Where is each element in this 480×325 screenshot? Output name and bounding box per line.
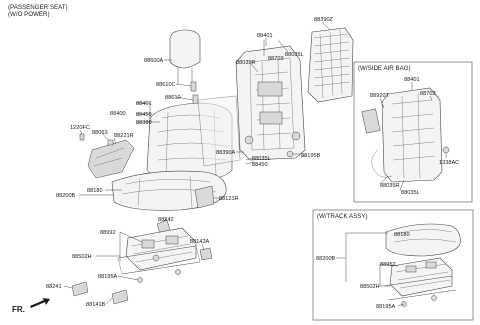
label-88400: 88400 — [110, 111, 126, 117]
label-88390a: 88390A — [216, 150, 236, 156]
label-88035l-top: 88035L — [285, 52, 304, 58]
label-1220fc: 1220FC — [70, 125, 90, 131]
track-label-88502h: 88502H — [360, 284, 380, 290]
label-88401-top: 88401 — [257, 33, 273, 39]
label-88610c: 88610C — [156, 82, 176, 88]
label-88141b: 88141B — [86, 302, 106, 308]
label-88241: 88241 — [46, 284, 62, 290]
track-label-88180: 88180 — [394, 232, 410, 238]
airbag-label-88035l: 88035L — [401, 190, 420, 196]
label-88992: 88992 — [100, 230, 116, 236]
label-88600a: 88600A — [144, 58, 164, 64]
leader-lines — [63, 21, 331, 305]
label-88390z: 88390Z — [314, 17, 334, 23]
airbag-box-title: (W/SIDE AIR BAG) — [358, 65, 411, 72]
seat-back-frame — [235, 45, 306, 161]
label-88242: 88242 — [158, 217, 174, 223]
header-line-1: (PASSENGER SEAT) — [8, 4, 68, 11]
label-88195a: 88195A — [98, 274, 118, 280]
headrest — [169, 29, 201, 84]
label-88221r: 88221R — [114, 133, 134, 139]
label-88610: 88610 — [165, 95, 181, 101]
cover-88142a — [199, 247, 213, 261]
airbag-label-88401: 88401 — [404, 77, 420, 83]
fr-label: FR. — [12, 305, 25, 314]
airbag-label-88703: 88703 — [420, 91, 436, 97]
label-88180: 88180 — [87, 188, 103, 194]
headrest-guides — [190, 81, 199, 106]
front-direction-arrow: FR. — [12, 298, 50, 314]
airbag-label-88920t: 88920T — [370, 93, 390, 99]
bolts-88195a — [137, 269, 181, 283]
clip-88063 — [107, 139, 114, 146]
bolt-88195b — [286, 150, 300, 158]
label-88195b: 88195B — [301, 153, 321, 159]
label-88450-low: 88450 — [252, 162, 268, 168]
seat-back-panel — [307, 27, 354, 103]
back-cover — [197, 95, 241, 167]
label-88401-mid: 88401 — [136, 101, 152, 107]
label-88142a: 88142A — [190, 239, 210, 245]
label-88063: 88063 — [92, 130, 108, 136]
label-88380: 88380 — [136, 120, 152, 126]
track-box-title: (W/TRACK ASSY) — [317, 213, 368, 220]
track-assy-box: (W/TRACK ASSY) 88180 88200B 88952 88502H… — [312, 209, 474, 321]
label-88035l-mid: 88035L — [252, 156, 271, 162]
label-88703-top: 88703 — [268, 56, 284, 62]
side-airbag-box: (W/SIDE AIR BAG) 88401 88920T 88703 8803… — [353, 61, 473, 203]
cover-88241 — [71, 281, 89, 297]
airbag-label-88035r: 88035R — [380, 183, 400, 189]
label-88450-mid: 88450 — [136, 112, 152, 118]
airbag-label-1338ac: 1338AC — [439, 160, 459, 166]
label-88035r-top: 88035R — [236, 60, 256, 66]
track-label-88952: 88952 — [380, 262, 396, 268]
header-line-2: (W/O POWER) — [8, 11, 50, 18]
label-88502h: 88502H — [72, 254, 92, 260]
screw-1220fc — [79, 133, 85, 141]
track-label-88195a: 88195A — [376, 304, 396, 310]
track-label-88200b: 88200B — [316, 256, 336, 262]
side-cover — [87, 139, 135, 179]
callout-labels: 88390Z 88401 88035L 88703 88035R 88600A … — [46, 17, 334, 308]
label-88121r: 88121R — [219, 196, 239, 202]
seat-track — [117, 227, 201, 275]
label-88200b: 88200B — [56, 193, 76, 199]
cover-88141b — [111, 289, 129, 305]
recliner-knob — [194, 185, 215, 209]
